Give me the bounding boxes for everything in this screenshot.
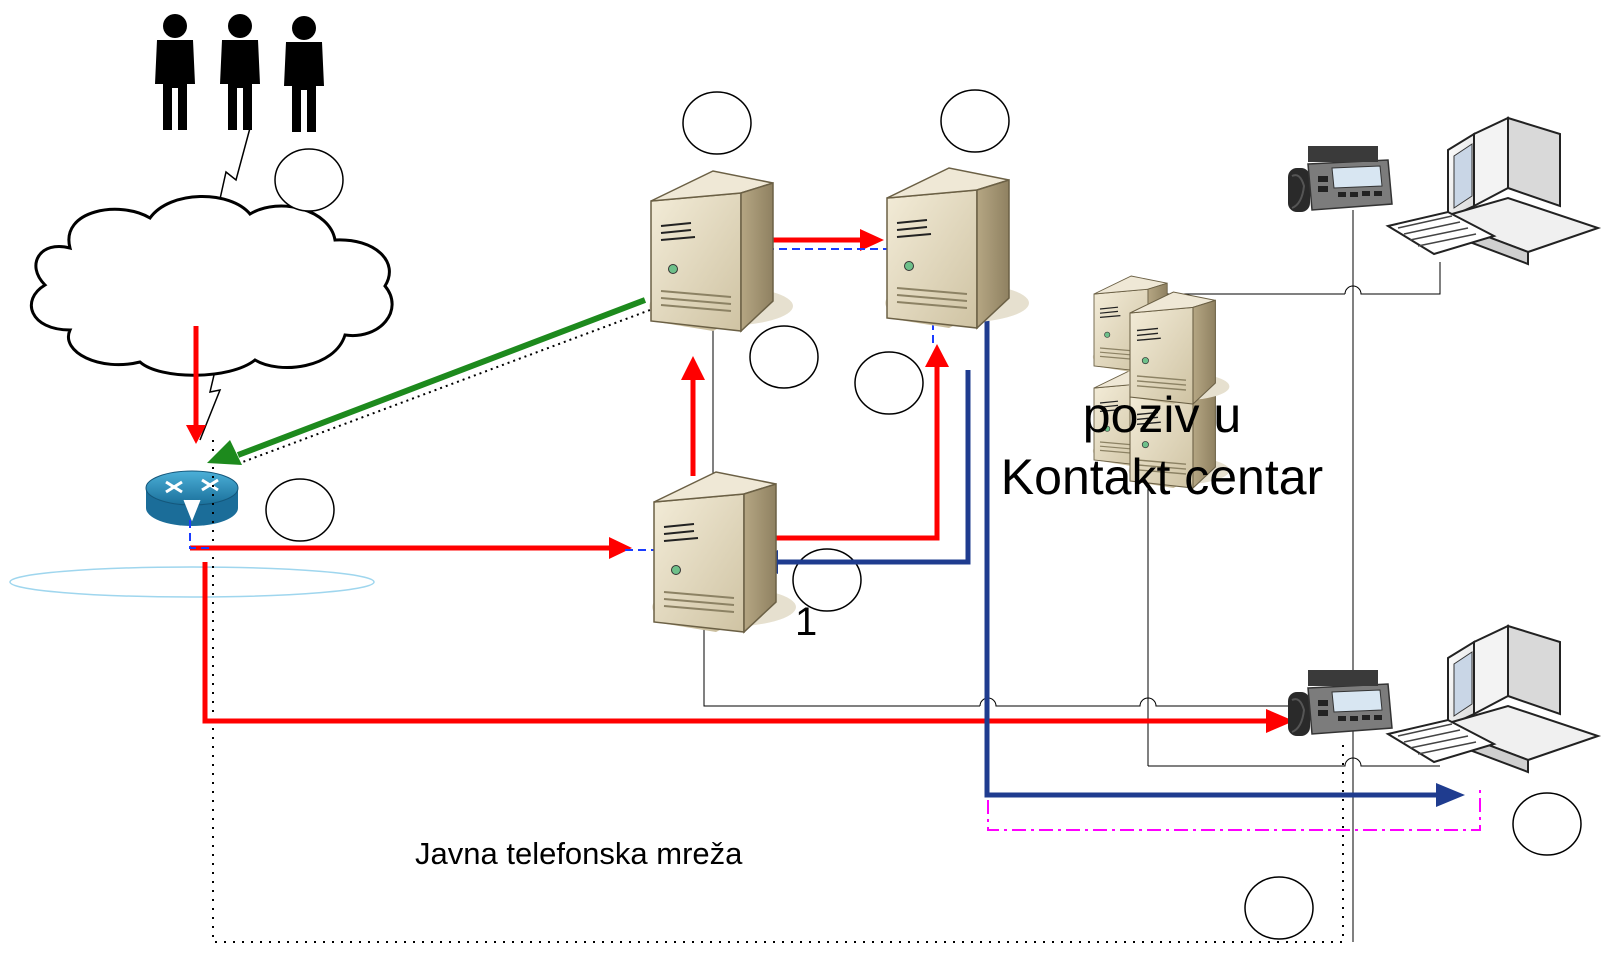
contact-center-label-line2: Kontakt centar xyxy=(1000,449,1324,505)
server-icon xyxy=(648,170,794,332)
red-flow-lines xyxy=(190,237,1266,724)
server-icon xyxy=(884,167,1030,329)
node-number-label: 1 xyxy=(795,600,818,644)
router-icon xyxy=(145,470,239,526)
red-arrowheads xyxy=(186,229,1294,733)
blue-flow-lines xyxy=(778,297,1436,798)
public-network-label: Javna telefonska mreža xyxy=(415,836,743,871)
green-flow-arrow xyxy=(207,297,651,465)
server-icon xyxy=(651,471,797,633)
network-segment-ring xyxy=(9,566,375,598)
contact-center-label-line1: poziv u xyxy=(1082,387,1242,443)
ip-phone-icon xyxy=(1287,669,1393,737)
ip-phone-icon xyxy=(1287,145,1393,213)
callout-circles xyxy=(265,89,1582,940)
public-network-line xyxy=(212,440,1344,943)
magenta-dashdot-line xyxy=(987,786,1481,831)
users-icon xyxy=(155,14,324,132)
workstation-icon xyxy=(1387,117,1599,265)
workstation-icon xyxy=(1387,625,1599,773)
internet-cloud-icon xyxy=(29,195,394,377)
contact-center-label: poziv u Kontakt centar xyxy=(972,384,1352,508)
